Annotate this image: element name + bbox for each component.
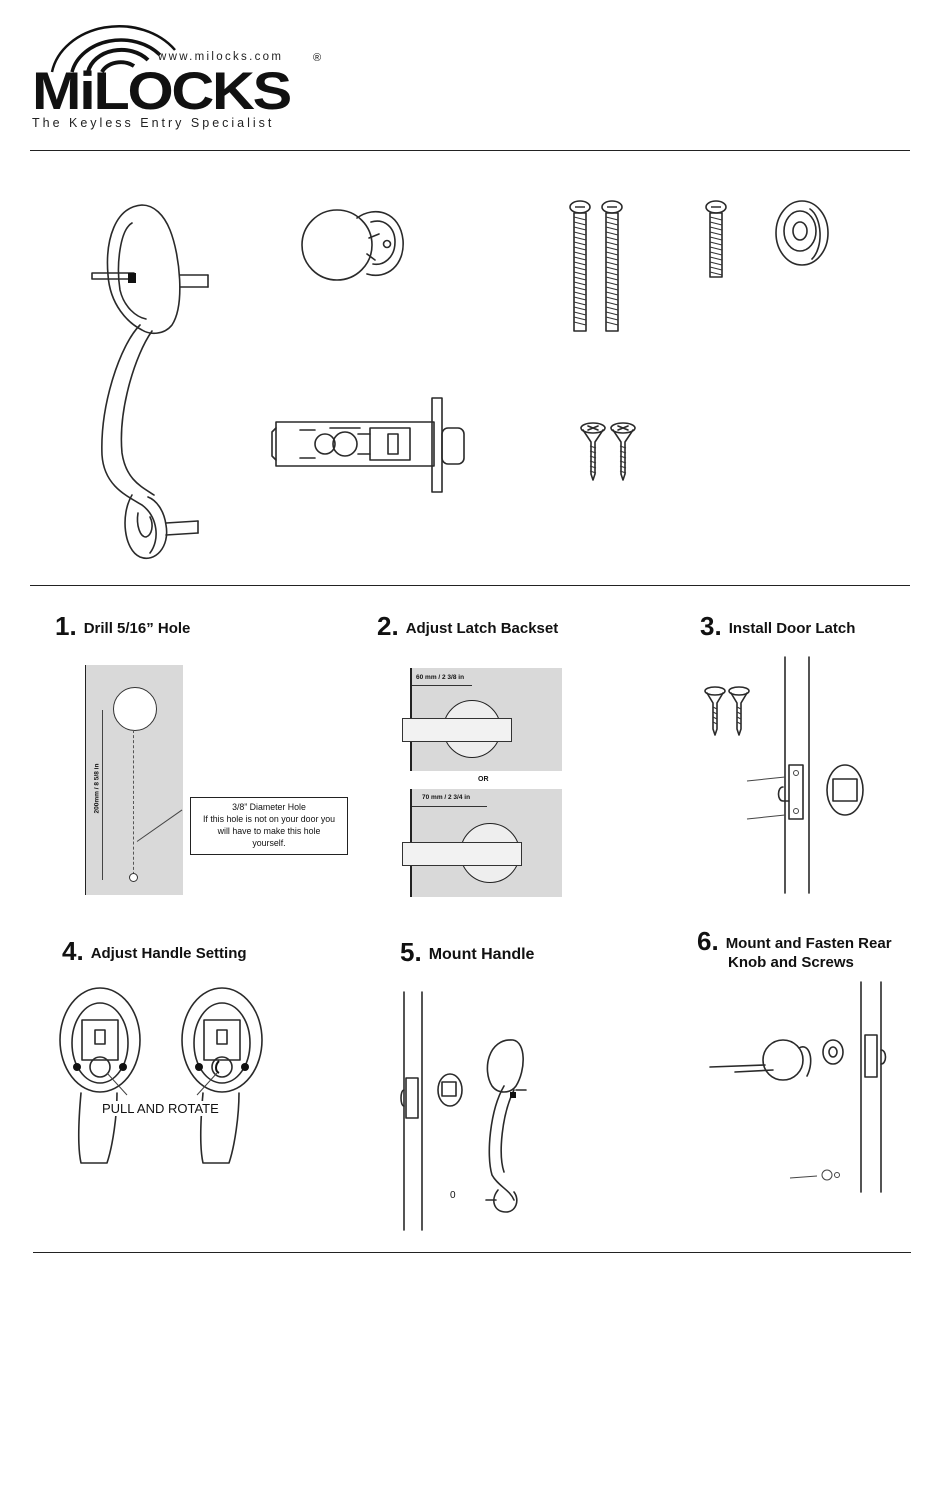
dimension-line xyxy=(102,710,103,880)
step-2-title: 2.Adjust Latch Backset xyxy=(377,611,559,641)
parts-divider xyxy=(30,585,910,586)
part-rosette xyxy=(775,200,829,266)
signal-arcs-icon xyxy=(50,25,176,74)
part-wood-screws xyxy=(580,422,636,481)
backset-b-label: 70 mm / 2 3/4 in xyxy=(422,794,471,801)
part-short-screw xyxy=(705,200,727,278)
step-1-illustration: 200mm / 8 5/8 in 3/8” Diameter Hole If t… xyxy=(85,665,355,900)
step-4-illustration xyxy=(59,987,263,1164)
backset-b-arrow xyxy=(412,806,487,807)
step-3-title: 3.Install Door Latch xyxy=(700,611,856,641)
or-label: OR xyxy=(478,776,489,783)
backset-a-arrow xyxy=(412,685,472,686)
step-4-instruction: PULL AND ROTATE xyxy=(100,1101,221,1116)
step-6-illustration xyxy=(709,981,887,1193)
step-2-illustration: 60 mm / 2 3/8 in OR 70 mm / 2 3/4 in xyxy=(398,668,563,900)
dimension-label: 200mm / 8 5/8 in xyxy=(93,763,101,814)
logo: www.milocks.com ® MiLOCKS The Keyless En… xyxy=(30,10,330,135)
brand-name: MiLOCKS xyxy=(32,62,292,121)
step-5-title: 5.Mount Handle xyxy=(400,937,535,967)
center-guide xyxy=(133,730,134,880)
latch-b-body xyxy=(402,842,522,866)
backset-a-label: 60 mm / 2 3/8 in xyxy=(416,674,465,681)
step-6-title: 6.Mount and Fasten Rear Knob and Screws xyxy=(697,926,892,971)
step-1-title: 1.Drill 5/16” Hole xyxy=(55,611,191,641)
latch-a-body xyxy=(402,718,512,742)
step-5-illustration xyxy=(400,991,527,1231)
steps-divider xyxy=(33,1252,911,1253)
tagline: The Keyless Entry Specialist xyxy=(32,116,275,130)
part-rear-knob xyxy=(301,209,404,281)
step-5-mark: 0 xyxy=(450,1190,456,1201)
bore-hole xyxy=(113,687,157,731)
part-long-screws xyxy=(569,200,623,332)
registered-mark: ® xyxy=(313,52,322,64)
part-handle-front xyxy=(91,204,209,560)
step-4-title: 4.Adjust Handle Setting xyxy=(62,936,247,966)
website-text: www.milocks.com xyxy=(158,51,284,63)
small-hole-marker xyxy=(129,873,138,882)
step-3-illustration xyxy=(704,656,864,894)
hole-note: 3/8” Diameter Hole If this hole is not o… xyxy=(190,797,348,855)
part-latch xyxy=(271,397,465,493)
header-divider xyxy=(30,150,910,151)
